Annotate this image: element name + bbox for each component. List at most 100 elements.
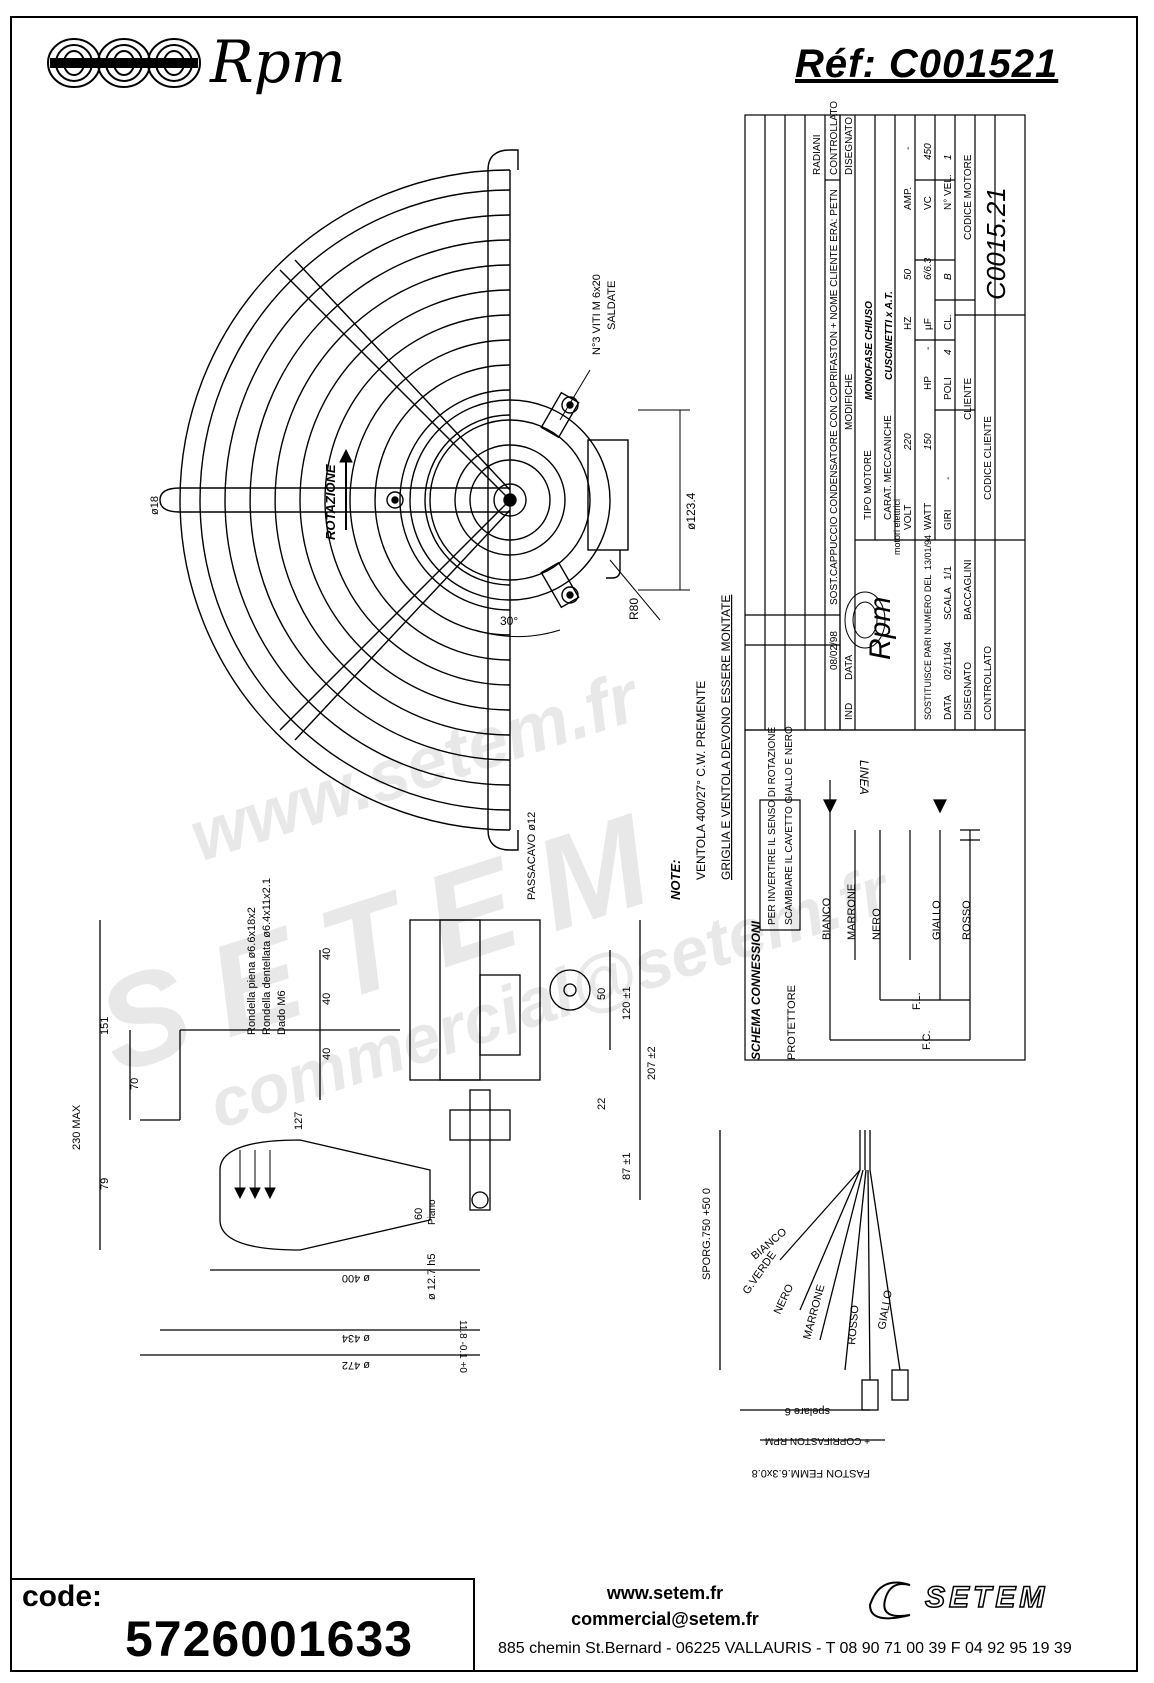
hz-label: HZ — [903, 317, 914, 330]
rotation-label: ROTAZIONE — [323, 464, 338, 540]
motor-side-view — [99, 919, 641, 1356]
rpm-logo-icon — [47, 38, 201, 88]
title-block-text: SOST.CAPPUCCIO CONDENSATORE CON COPRIFAS… — [812, 101, 1011, 720]
controllato-label: CONTROLLATO — [829, 101, 840, 175]
rondella-1-label: Rondella piena ø6.6x18x2 — [246, 907, 258, 1035]
wire-marrone: MARRONE — [846, 884, 858, 940]
vent-arrows-icon — [234, 1150, 276, 1200]
ind-label: IND — [844, 703, 855, 720]
dim-120: 120 ±1 — [621, 986, 633, 1020]
codice-motore-label: CODICE MOTORE — [963, 154, 974, 240]
dim-11-8: 11.8 -0.1 +0 — [457, 1320, 468, 1373]
cable-bundle — [719, 1130, 909, 1441]
vc-value: 450 — [923, 143, 934, 160]
carat-label: CARAT. MECCANICHE — [883, 415, 894, 520]
screws-welded-label: SALDATE — [606, 281, 618, 330]
code-value: 5726001633 — [125, 1611, 414, 1667]
sostituisce-date: 13/01/94 — [923, 535, 933, 570]
data-row-value: 02/11/94 — [943, 641, 954, 680]
wiring-title: SCHEMA CONNESSIONI — [749, 920, 763, 1060]
wire-rosso: ROSSO — [961, 900, 973, 940]
title-block — [744, 114, 1026, 731]
giri-value: - — [943, 477, 954, 480]
motor-hub — [386, 391, 629, 609]
uf-value: 6/6.3 — [923, 257, 934, 280]
dado-label: Dado M6 — [276, 990, 288, 1035]
dim-230: 230 MAX — [71, 1104, 83, 1150]
hp-value: - — [923, 347, 934, 350]
dim-40-b: 40 — [321, 993, 333, 1005]
revision-text: SOST.CAPPUCCIO CONDENSATORE CON COPRIFAS… — [829, 189, 840, 605]
uf-label: µF — [923, 318, 934, 330]
hp-label: HP — [923, 376, 934, 390]
rotation-note-1: PER INVERTIRE IL SENSO DI ROTAZIONE — [767, 726, 778, 925]
dim-22: 22 — [596, 1098, 608, 1110]
watt-label: WATT — [923, 503, 934, 530]
code-box — [10, 1578, 475, 1672]
carat-value: CUSCINETTI x A.T. — [884, 291, 895, 380]
rotation-arrow-icon — [339, 448, 353, 530]
controllato-row-label: CONTROLLATO — [983, 646, 994, 720]
reference-number: Réf: C001521 — [795, 42, 1059, 86]
codice-motore-value: C0015.21 — [981, 187, 1011, 300]
sporg-label: SPORG.750 +50 0 — [701, 1188, 713, 1280]
rondella-2-label: Rondella dentellata ø6.4x11x2.1 — [261, 878, 273, 1035]
cable-rosso: ROSSO — [846, 1304, 861, 1345]
cl-value: B — [943, 273, 954, 280]
tipo-motore-label: TIPO MOTORE — [863, 450, 874, 520]
radiani-label: RADIANI — [812, 134, 823, 175]
tipo-motore-value: MONOFASE CHIUSO — [864, 301, 875, 400]
diameter-123-label: ø123.4 — [684, 492, 698, 530]
page-frame — [10, 16, 1138, 1672]
passacavo-label: PASSACAVO ø12 — [526, 812, 538, 900]
rotation-note-2: SCAMBIARE IL CAVETTO GIALLO E NERO — [784, 726, 795, 925]
linea-label: LINEA — [857, 760, 871, 795]
angle-label: 30° — [500, 614, 518, 628]
motori-label: motori elettrici — [892, 499, 902, 555]
dim-87: 87 ±1 — [621, 1153, 633, 1180]
volt-value: 220 — [903, 433, 914, 451]
dim-400: ø 400 — [342, 1272, 370, 1284]
fc-label: F.C. — [921, 1030, 933, 1050]
protettore-label: PROTETTORE — [786, 985, 798, 1060]
coprifaston-label: + COPRIFASTON RPM — [765, 1435, 870, 1446]
fl-label: F.L. — [911, 992, 923, 1010]
dim-472: ø 472 — [342, 1359, 370, 1371]
volt-label: VOLT — [903, 505, 914, 530]
data-row-label: DATA — [943, 694, 954, 720]
fan-guard-front-view — [159, 149, 519, 851]
diameter-18-label: ø18 — [149, 496, 161, 515]
wiring-schema — [744, 729, 1026, 1061]
dim-60: 60 — [413, 1208, 425, 1220]
scala-value: 1/1 — [943, 566, 954, 580]
r80-label: R80 — [627, 598, 641, 620]
vc-label: VC — [923, 196, 934, 210]
amp-value: - — [903, 147, 914, 150]
wire-nero: NERO — [871, 908, 883, 940]
wire-giallo: GIALLO — [931, 900, 943, 940]
footer-email[interactable]: commercial@setem.fr — [571, 1609, 759, 1629]
poli-label: POLI — [943, 377, 954, 400]
nvel-label: N° VEL. — [943, 174, 954, 210]
code-label: code: — [22, 1580, 103, 1613]
faston-label: FASTON FEMM.6.3x0.8 — [752, 1467, 870, 1479]
nvel-value: 1 — [943, 154, 954, 160]
block-logo-icon — [844, 591, 886, 649]
technical-drawing: ROTAZIONE N°3 VITI M 6x20 SALDATE ø123.4… — [71, 101, 1026, 1479]
footer-website[interactable]: www.setem.fr — [606, 1583, 724, 1603]
brand-name: Rpm — [210, 28, 346, 96]
sostituisce-label: SOSTITUISCE PARI NUMERO DEL — [923, 575, 933, 720]
notes-line-1: VENTOLA 400/27° C.W. PREMENTE — [694, 681, 708, 880]
dim-127: 127 — [293, 1112, 305, 1130]
dim-40-a: 40 — [321, 948, 333, 960]
screws-label: N°3 VITI M 6x20 — [591, 274, 603, 355]
notes-title: NOTE: — [668, 860, 683, 900]
dim-434: ø 434 — [342, 1332, 370, 1344]
cable-nero: NERO — [772, 1282, 796, 1316]
footer-address: 885 chemin St.Bernard - 06225 VALLAURIS … — [498, 1640, 1072, 1657]
cl-label: CL. — [943, 314, 954, 330]
cable-marrone: MARRONE — [801, 1283, 827, 1340]
dim-151: 151 — [99, 1017, 111, 1035]
setem-logo-text: SETEM — [925, 1581, 1048, 1614]
modifiche-label: MODIFICHE — [844, 374, 855, 430]
